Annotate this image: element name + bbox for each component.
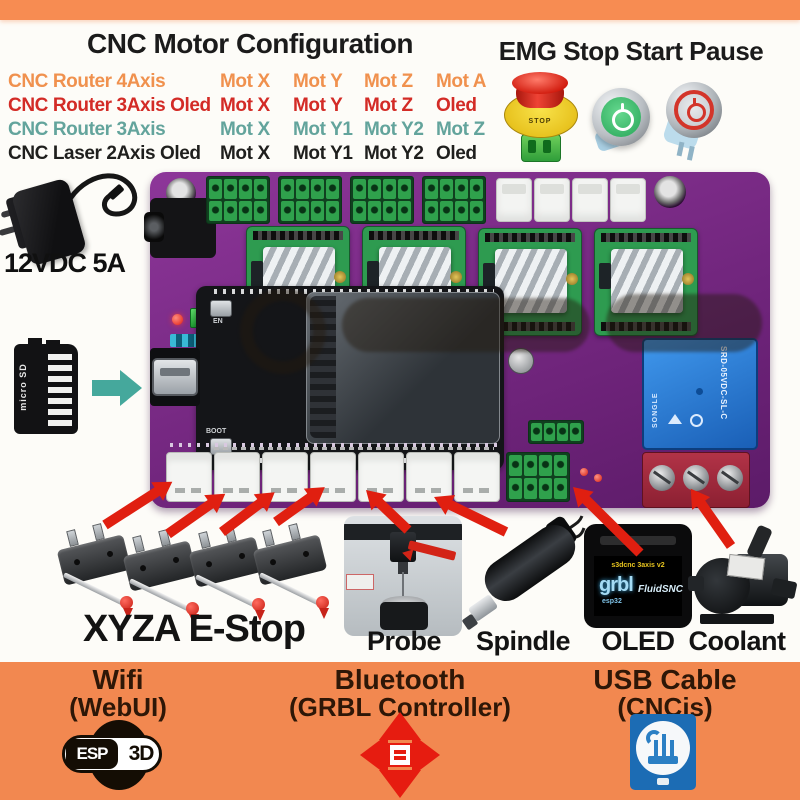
motor-config-table: CNC Router 4Axis Mot X Mot Y Mot Z Mot A… bbox=[8, 70, 512, 165]
motor-terminal-block bbox=[206, 176, 270, 224]
header-block bbox=[528, 420, 584, 444]
oled-label: OLED bbox=[601, 626, 675, 656]
config-row-label: CNC Router 3Axis bbox=[8, 119, 166, 140]
limit-switch-photo bbox=[252, 520, 336, 624]
jst-connector bbox=[214, 452, 260, 502]
top-accent-bar bbox=[0, 0, 800, 20]
sd-insert-arrow-icon bbox=[92, 380, 120, 396]
config-cell: Oled bbox=[436, 143, 477, 164]
motor-terminal-block bbox=[278, 176, 342, 224]
motor-terminal-block bbox=[422, 176, 486, 224]
stepper-driver-module bbox=[594, 228, 698, 336]
relay-model-text: SRD-05VDC-SL-C bbox=[719, 346, 728, 420]
mounting-hole bbox=[654, 176, 686, 208]
config-row-label: CNC Laser 2Axis Oled bbox=[8, 143, 201, 164]
config-row-label: CNC Router 4Axis bbox=[8, 71, 166, 92]
config-cell: Mot Z bbox=[436, 119, 485, 140]
limit-switch-photo bbox=[122, 526, 206, 630]
config-row-label: CNC Router 3Axis Oled bbox=[8, 95, 211, 116]
esp3d-3d-text: 3D bbox=[128, 742, 155, 765]
jst-connector bbox=[454, 452, 500, 502]
power-led bbox=[172, 314, 183, 325]
limit-switch-photo bbox=[56, 520, 140, 624]
terminal-screw bbox=[649, 465, 675, 491]
power-rating-label: 12VDC 5A bbox=[4, 248, 126, 278]
config-cell: Mot Y2 bbox=[364, 143, 424, 164]
power-cable bbox=[57, 173, 138, 227]
sd-card-label: micro SD bbox=[18, 363, 28, 411]
esp3d-logo-icon: ESP 3D bbox=[62, 720, 168, 794]
page-title: CNC Motor Configuration bbox=[87, 28, 414, 59]
watermark-overlay bbox=[606, 294, 762, 352]
coolant-screw-terminal bbox=[642, 452, 750, 508]
motor-terminal-block bbox=[350, 176, 414, 224]
limit-switch-photo bbox=[188, 522, 272, 626]
cncjs-app-icon bbox=[630, 714, 696, 790]
watermark-overlay bbox=[240, 288, 326, 374]
status-led bbox=[594, 474, 602, 482]
probe-photo bbox=[344, 516, 462, 636]
oled-terminal-block bbox=[506, 452, 570, 502]
jst-connector bbox=[496, 178, 532, 222]
status-led bbox=[580, 468, 588, 476]
config-cell: Mot Y1 bbox=[293, 143, 353, 164]
oled-module-photo: s3dcnc 3axis v2 grbl esp32 FluidSNC bbox=[584, 524, 692, 628]
coolant-pump-photo bbox=[688, 520, 798, 632]
jst-connector bbox=[534, 178, 570, 222]
oled-fluid-text: FluidSNC bbox=[638, 584, 683, 595]
spindle-photo bbox=[461, 512, 586, 640]
usb-title: USB Cable bbox=[593, 664, 737, 695]
config-cell: Mot X bbox=[220, 71, 270, 92]
config-cell: Mot Y bbox=[293, 95, 343, 116]
jst-connector bbox=[262, 452, 308, 502]
jst-connector bbox=[572, 178, 608, 222]
config-cell: Oled bbox=[436, 95, 477, 116]
probe-label: Probe bbox=[366, 626, 442, 656]
oled-screen-line1: s3dcnc 3axis v2 bbox=[611, 562, 665, 569]
grbl-controller-app-icon bbox=[358, 710, 442, 800]
heatsink bbox=[611, 249, 683, 313]
esp32-shield bbox=[306, 292, 500, 444]
emg-heading: EMG Stop Start Pause bbox=[498, 36, 764, 66]
estop-group-label: XYZA E-Stop bbox=[83, 608, 306, 650]
watermark-overlay bbox=[342, 298, 590, 352]
oled-screen: s3dcnc 3axis v2 grbl esp32 FluidSNC bbox=[594, 556, 683, 616]
coolant-label: Coolant bbox=[688, 626, 787, 656]
oled-esp32-text: esp32 bbox=[602, 598, 622, 605]
en-label: EN bbox=[213, 318, 223, 325]
config-cell: Mot Y2 bbox=[364, 119, 424, 140]
spindle-label: Spindle bbox=[475, 626, 571, 656]
heatsink bbox=[495, 249, 567, 313]
capacitor bbox=[508, 348, 534, 374]
config-cell: Mot X bbox=[220, 119, 270, 140]
jst-connector bbox=[610, 178, 646, 222]
esp3d-esp-text: ESP bbox=[66, 739, 118, 769]
relay-brand-text: SONGLE bbox=[652, 392, 659, 428]
jst-connector bbox=[166, 452, 212, 502]
boot-label: BOOT bbox=[206, 428, 227, 435]
terminal-screw bbox=[717, 465, 743, 491]
footer-band: Wifi (WebUI) Bluetooth (GRBL Controller)… bbox=[0, 662, 800, 800]
estop-text: STOP bbox=[528, 118, 552, 125]
power-icon bbox=[612, 109, 634, 131]
power-icon bbox=[687, 103, 706, 122]
oled-grbl-text: grbl bbox=[599, 574, 634, 596]
config-cell: Mot Y1 bbox=[293, 119, 353, 140]
jst-connector bbox=[406, 452, 452, 502]
config-cell: Mot X bbox=[220, 95, 270, 116]
config-cell: Mot Y bbox=[293, 71, 343, 92]
wifi-title: Wifi bbox=[92, 664, 144, 695]
bluetooth-title: Bluetooth bbox=[334, 664, 466, 695]
config-cell: Mot X bbox=[220, 143, 270, 164]
jst-connector bbox=[310, 452, 356, 502]
en-button bbox=[210, 300, 232, 317]
terminal-screw bbox=[683, 465, 709, 491]
config-cell: Mot Z bbox=[364, 95, 413, 116]
micro-usb-port bbox=[152, 358, 198, 396]
wifi-subtitle: (WebUI) bbox=[69, 692, 167, 722]
config-cell: Mot A bbox=[436, 71, 487, 92]
config-cell: Mot Z bbox=[364, 71, 413, 92]
